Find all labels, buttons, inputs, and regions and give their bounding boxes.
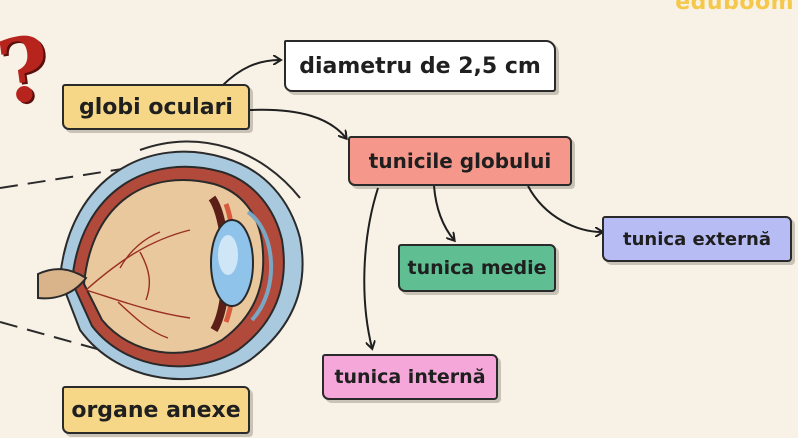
- node-diametru: diametru de 2,5 cm: [284, 40, 556, 92]
- node-label: organe anexe: [71, 397, 241, 423]
- node-label: tunica internă: [334, 366, 486, 388]
- node-tunica-medie: tunica medie: [398, 244, 556, 292]
- node-label: diametru de 2,5 cm: [299, 53, 541, 79]
- node-tunica-interna: tunica internă: [322, 354, 498, 400]
- arrow-tunicile-interna: [363, 187, 379, 348]
- node-tunica-externa: tunica externă: [602, 216, 792, 262]
- node-label: tunicile globului: [368, 149, 552, 173]
- brand-logo: eduboom: [675, 0, 794, 15]
- node-globi-oculari: globi oculari: [62, 84, 250, 130]
- node-tunicile-globului: tunicile globului: [348, 136, 572, 186]
- node-label: globi oculari: [79, 94, 233, 120]
- node-label: tunica medie: [407, 257, 547, 279]
- node-organe-anexe: organe anexe: [62, 386, 250, 434]
- arrow-tunicile-externa: [527, 185, 602, 232]
- arrow-globi-tunicile: [249, 108, 346, 138]
- node-label: tunica externă: [623, 228, 771, 250]
- arrow-tunicile-medie: [433, 185, 454, 240]
- arrow-globi-diametru: [221, 60, 280, 87]
